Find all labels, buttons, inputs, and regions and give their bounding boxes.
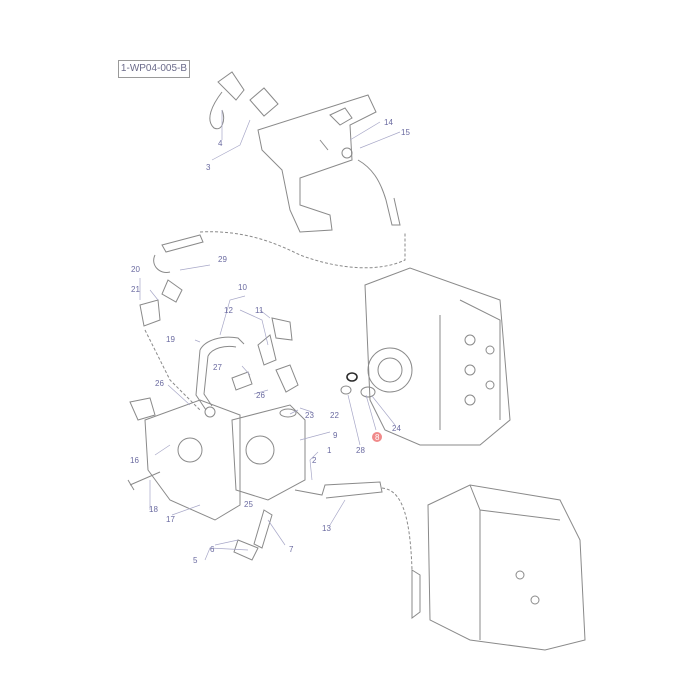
hydraulic-pump-body xyxy=(129,397,306,521)
callout-10: 10 xyxy=(238,283,247,292)
o-ring-8 xyxy=(346,372,358,382)
fitting-6-7 xyxy=(233,509,273,561)
callout-7: 7 xyxy=(289,545,294,554)
callout-27: 27 xyxy=(213,363,222,372)
dust-cap-chain xyxy=(209,71,279,130)
callout-13: 13 xyxy=(322,524,331,533)
hose-fitting-15 xyxy=(341,147,401,226)
hydraulic-line-left xyxy=(144,329,201,411)
pipe-13 xyxy=(294,481,413,571)
fitting-12-11 xyxy=(231,317,293,391)
diagram-reference-code: 1-WP04-005-B xyxy=(118,60,190,78)
callout-24: 24 xyxy=(392,424,401,433)
callout-8: 8 xyxy=(375,433,380,442)
callout-17: 17 xyxy=(166,515,175,524)
callout-3: 3 xyxy=(206,163,211,172)
callout-6: 6 xyxy=(210,545,215,554)
callout-11: 11 xyxy=(255,306,264,315)
callout-29: 29 xyxy=(218,255,227,264)
pipe-19 xyxy=(195,336,245,418)
callout-28: 28 xyxy=(356,446,365,455)
bolt-18 xyxy=(127,471,161,491)
callout-26a: 26 xyxy=(155,379,164,388)
callout-25: 25 xyxy=(244,500,253,509)
control-valve-block xyxy=(364,267,511,446)
elbow-22 xyxy=(275,364,299,418)
highlight-marker-8[interactable] xyxy=(372,432,382,442)
callout-23: 23 xyxy=(305,411,314,420)
leader-lines xyxy=(139,110,401,561)
pipe-elbow-20 xyxy=(139,234,204,327)
callout-labels: 3 4 14 15 20 21 29 10 12 11 19 27 26 26 … xyxy=(130,118,410,565)
callout-9: 9 xyxy=(333,431,338,440)
callout-26b: 26 xyxy=(256,391,265,400)
callout-14: 14 xyxy=(384,118,393,127)
callout-4: 4 xyxy=(218,139,223,148)
callout-1: 1 xyxy=(327,446,332,455)
callout-20: 20 xyxy=(131,265,140,274)
callout-19: 19 xyxy=(166,335,175,344)
callout-22: 22 xyxy=(330,411,339,420)
callout-21: 21 xyxy=(131,285,140,294)
callout-5: 5 xyxy=(193,556,198,565)
hydraulic-line-upper xyxy=(199,231,406,269)
callout-12: 12 xyxy=(224,306,233,315)
o-rings xyxy=(340,372,376,398)
callout-15: 15 xyxy=(401,128,410,137)
callout-16: 16 xyxy=(130,456,139,465)
callout-2: 2 xyxy=(312,456,317,465)
mounting-bracket xyxy=(257,94,377,233)
callout-18: 18 xyxy=(149,505,158,514)
transmission-housing xyxy=(411,484,586,651)
